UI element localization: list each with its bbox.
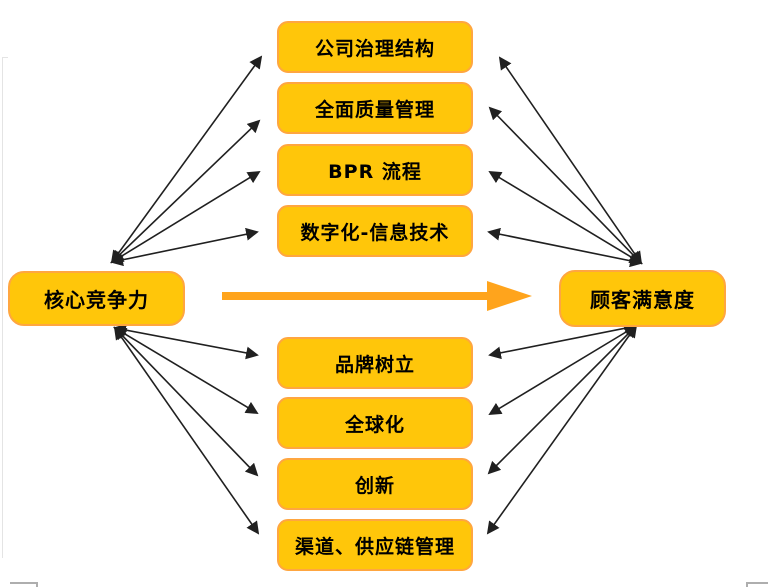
double-arrow-connector xyxy=(498,56,643,265)
double-arrow-connector xyxy=(110,227,259,267)
factor-label: 全面质量管理 xyxy=(314,98,435,121)
factor-label: BPR 流程 xyxy=(328,160,422,183)
double-arrow-connector xyxy=(113,326,259,477)
double-arrow-connector xyxy=(110,170,261,264)
factor-label: 全球化 xyxy=(344,413,405,436)
double-arrow-connector xyxy=(110,119,261,264)
factor-box[interactable]: 公司治理结构 xyxy=(277,21,473,73)
double-arrow-connector xyxy=(113,326,260,535)
factor-box[interactable]: BPR 流程 xyxy=(277,144,473,196)
page-corner-mark-right xyxy=(746,582,768,587)
factor-label: 创新 xyxy=(354,474,395,497)
double-arrow-connector xyxy=(110,55,263,264)
main-arrow[interactable] xyxy=(222,281,532,311)
factor-box[interactable]: 全面质量管理 xyxy=(277,82,473,134)
factor-label: 品牌树立 xyxy=(334,353,415,376)
page-edge-tick xyxy=(2,57,8,58)
factor-box[interactable]: 渠道、供应链管理 xyxy=(277,519,473,571)
node-satisfaction-label: 顾客满意度 xyxy=(590,288,695,312)
double-arrow-connector xyxy=(487,227,643,268)
double-arrow-connector xyxy=(488,321,638,360)
factor-box[interactable]: 品牌树立 xyxy=(277,337,473,389)
page-corner-mark-left xyxy=(10,582,38,587)
factor-box[interactable]: 创新 xyxy=(277,458,473,510)
factor-label: 数字化-信息技术 xyxy=(300,221,450,244)
double-arrow-connector xyxy=(486,324,638,535)
page-edge-line xyxy=(2,57,3,558)
double-arrow-connector xyxy=(488,325,638,415)
factor-label: 渠道、供应链管理 xyxy=(294,535,455,558)
factor-box[interactable]: 数字化-信息技术 xyxy=(277,205,473,257)
node-core-competitiveness[interactable]: 核心竞争力 xyxy=(8,271,185,326)
factor-label: 公司治理结构 xyxy=(314,37,435,60)
double-arrow-connector xyxy=(487,324,638,475)
node-customer-satisfaction[interactable]: 顾客满意度 xyxy=(559,270,726,327)
node-core-label: 核心竞争力 xyxy=(44,288,149,312)
factor-box[interactable]: 全球化 xyxy=(277,397,473,449)
